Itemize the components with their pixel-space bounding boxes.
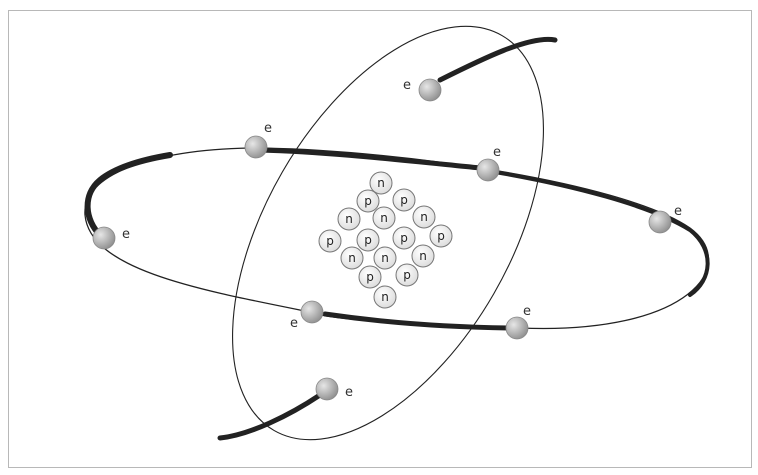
neutron-label: n <box>420 210 428 224</box>
neutron-label: n <box>345 212 353 226</box>
neutron: n <box>411 244 435 268</box>
electron-label: e <box>290 316 298 331</box>
electron-label: e <box>264 121 272 136</box>
neutron-label: n <box>381 251 389 265</box>
proton-label: p <box>403 268 411 282</box>
electron-label: e <box>122 227 130 242</box>
neutron-label: n <box>348 251 356 265</box>
neutron-label: n <box>377 176 385 190</box>
neutron-label: n <box>380 211 388 225</box>
proton-label: p <box>366 270 374 284</box>
electron <box>476 158 500 182</box>
proton-label: p <box>400 231 408 245</box>
electron <box>418 78 442 102</box>
neutron: n <box>337 207 361 231</box>
diagram-frame <box>8 10 752 468</box>
proton-label: p <box>437 229 445 243</box>
electron <box>244 135 268 159</box>
proton: p <box>392 188 416 212</box>
proton-label: p <box>364 194 372 208</box>
electron-label: e <box>674 204 682 219</box>
proton: p <box>429 224 453 248</box>
proton: p <box>318 229 342 253</box>
proton: p <box>392 226 416 250</box>
horizontal-orbit <box>84 147 710 331</box>
electron <box>315 377 339 401</box>
proton-label: p <box>364 233 372 247</box>
proton-label: p <box>326 234 334 248</box>
electron <box>648 210 672 234</box>
neutron-label: n <box>419 249 427 263</box>
neutron: n <box>373 246 397 270</box>
electron-labels: e e e e e e e e <box>122 78 682 400</box>
neutron: n <box>412 205 436 229</box>
proton-label: p <box>400 193 408 207</box>
electrons <box>92 78 672 401</box>
tilted-orbit <box>217 25 558 441</box>
electron-label: e <box>345 385 353 400</box>
neutron: n <box>373 285 397 309</box>
electron <box>505 316 529 340</box>
neutron-label: n <box>381 290 389 304</box>
proton: p <box>356 189 380 213</box>
electron-label: e <box>403 78 411 93</box>
electron-label: e <box>523 304 531 319</box>
neutron: n <box>369 171 393 195</box>
proton: p <box>395 263 419 287</box>
proton: p <box>356 228 380 252</box>
electron <box>300 300 324 324</box>
neutron: n <box>340 246 364 270</box>
electron-label: e <box>493 145 501 160</box>
proton: p <box>358 265 382 289</box>
electron <box>92 226 116 250</box>
neutron: n <box>372 206 396 230</box>
